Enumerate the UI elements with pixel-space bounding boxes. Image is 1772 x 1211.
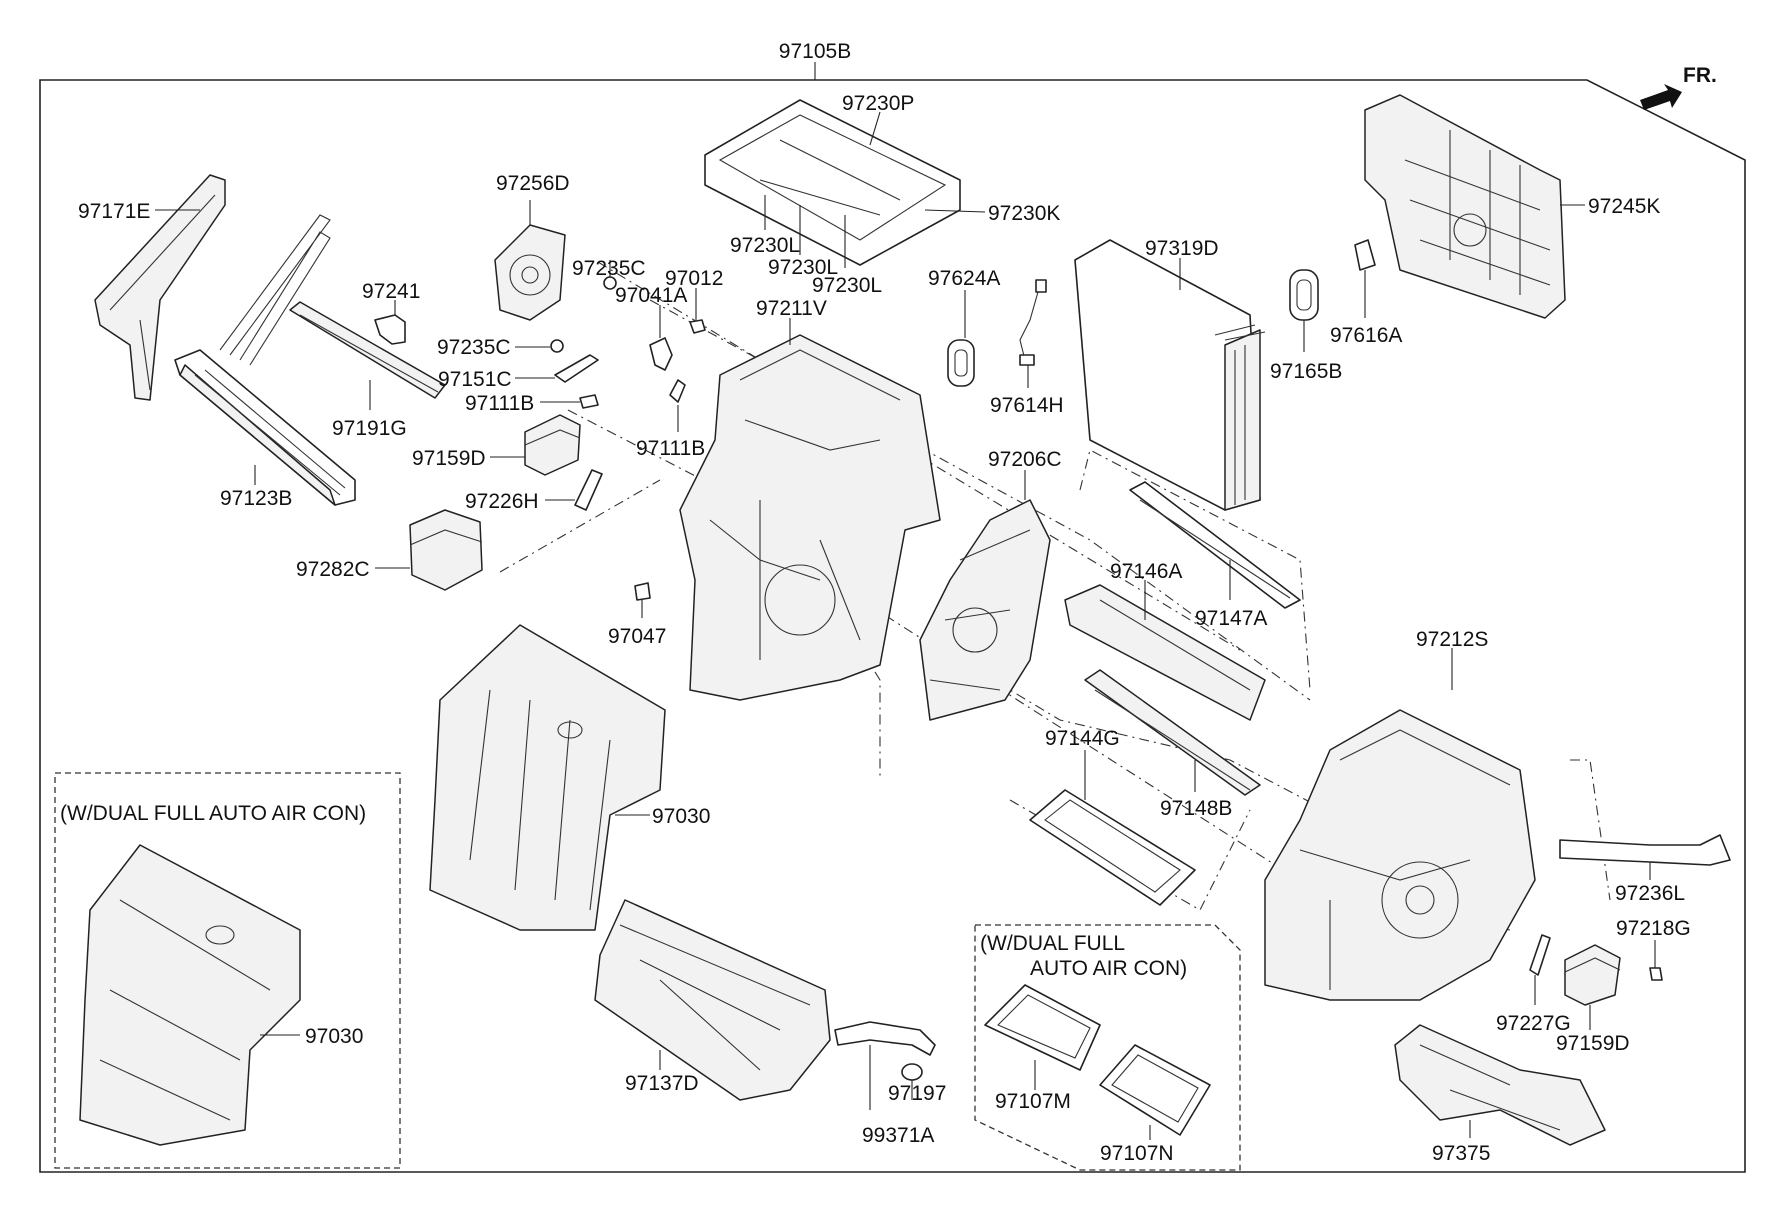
label-97616A: 97616A xyxy=(1330,324,1402,347)
label-97123B: 97123B xyxy=(220,487,292,510)
part-97171E-bracket xyxy=(94,174,226,401)
label-97041A: 97041A xyxy=(615,284,687,307)
part-97197-grommet xyxy=(901,1063,923,1081)
part-97030-duct-center xyxy=(429,624,666,931)
front-direction-arrow-icon xyxy=(1640,84,1682,110)
part-97375-rear-duct xyxy=(1394,1024,1606,1146)
part-97319D-evaporator xyxy=(1074,239,1266,511)
part-97256D-actuator-cover xyxy=(494,224,566,321)
label-97191G: 97191G xyxy=(332,417,407,440)
part-97218G-screw xyxy=(1649,967,1663,981)
label-97226H: 97226H xyxy=(465,490,539,513)
label-97256D: 97256D xyxy=(496,172,570,195)
label-97230K: 97230K xyxy=(988,202,1060,225)
label-97375: 97375 xyxy=(1432,1142,1490,1165)
label-97147A: 97147A xyxy=(1195,607,1267,630)
option-box-right-title-2: AUTO AIR CON) xyxy=(1030,957,1187,980)
label-97245K: 97245K xyxy=(1588,195,1660,218)
part-97236L-drain-hose xyxy=(1559,834,1731,866)
part-97030-duct-dual xyxy=(79,844,301,1146)
part-97137D-lower-case xyxy=(594,899,831,1101)
part-97012-screw xyxy=(689,319,706,334)
label-97282C: 97282C xyxy=(296,558,370,581)
part-97206C-case-divider xyxy=(919,499,1051,721)
option-box-right-title-1: (W/DUAL FULL xyxy=(980,932,1125,955)
part-97245K-housing-cover xyxy=(1364,94,1566,319)
part-97282C-blower-motor xyxy=(409,509,483,591)
label-97230L-3: 97230L xyxy=(812,274,882,297)
label-97614H: 97614H xyxy=(990,394,1064,417)
part-97227G-link xyxy=(1529,934,1551,976)
option-box-left-title: (W/DUAL FULL AUTO AIR CON) xyxy=(60,802,366,825)
part-97230P-filter-cover xyxy=(704,99,961,266)
part-97211V-heater-case xyxy=(679,334,941,701)
part-97148B-door xyxy=(1084,669,1261,796)
label-97212S: 97212S xyxy=(1416,628,1488,651)
label-97230L-2: 97230L xyxy=(768,256,838,279)
part-97144G-door xyxy=(1029,789,1196,906)
front-direction-label: FR. xyxy=(1683,64,1717,87)
part-97047-clip xyxy=(634,582,651,601)
part-97111B-rod-2 xyxy=(669,379,686,403)
label-97137D: 97137D xyxy=(625,1072,699,1095)
label-97030-2: 97030 xyxy=(305,1025,363,1048)
label-97146A: 97146A xyxy=(1110,560,1182,583)
part-97226H-link xyxy=(574,469,603,511)
part-97146A-mode-door xyxy=(1064,584,1266,721)
part-97111B-rod-1 xyxy=(579,394,599,409)
label-97111B-1: 97111B xyxy=(465,392,534,415)
part-97041A-link xyxy=(649,337,673,371)
label-97230P: 97230P xyxy=(842,92,914,115)
label-97012: 97012 xyxy=(665,267,723,290)
part-97159D-actuator-left xyxy=(524,414,581,476)
label-97148B: 97148B xyxy=(1160,797,1232,820)
top-label: 97105B xyxy=(779,40,851,63)
diagram-frame xyxy=(39,79,1746,1173)
label-97144G: 97144G xyxy=(1045,727,1120,750)
part-97107N-door-dual xyxy=(1099,1044,1211,1136)
label-97211V: 97211V xyxy=(756,297,827,320)
label-97624A: 97624A xyxy=(928,267,1000,290)
part-97151C-lever xyxy=(554,354,599,383)
label-97236L: 97236L xyxy=(1615,882,1685,905)
label-97165B: 97165B xyxy=(1270,360,1342,383)
label-97159D-2: 97159D xyxy=(1556,1032,1630,1055)
part-97614H-temperature-sensor xyxy=(1019,279,1047,366)
label-97151C: 97151C xyxy=(438,368,512,391)
label-97235C-2: 97235C xyxy=(437,336,511,359)
label-97030-1: 97030 xyxy=(652,805,710,828)
label-97235C-1: 97235C xyxy=(572,257,646,280)
part-99371A-drain-hose xyxy=(834,1021,936,1056)
label-97111B-2: 97111B xyxy=(636,437,705,460)
option-box-left xyxy=(54,772,401,1169)
label-99371A: 99371A xyxy=(862,1124,934,1147)
part-97624A-gasket xyxy=(947,339,975,387)
label-97171E: 97171E xyxy=(78,200,150,223)
part-97235C-gear-lower xyxy=(550,339,564,353)
label-97218G: 97218G xyxy=(1616,917,1691,940)
part-97191G-seal xyxy=(289,301,446,399)
part-97212S-blower-case xyxy=(1264,709,1536,1001)
part-97147A-door xyxy=(1129,481,1301,609)
part-97616A-clip xyxy=(1354,239,1376,271)
label-97197: 97197 xyxy=(888,1082,946,1105)
label-97107N: 97107N xyxy=(1100,1142,1174,1165)
part-97123B-heater-core xyxy=(174,214,356,506)
label-97159D-1: 97159D xyxy=(412,447,486,470)
part-97107M-door-dual xyxy=(984,984,1101,1071)
label-97319D: 97319D xyxy=(1145,237,1219,260)
label-97227G: 97227G xyxy=(1496,1012,1571,1035)
label-97241: 97241 xyxy=(362,280,420,303)
part-97241-clip xyxy=(374,314,406,345)
part-97165B-gasket xyxy=(1289,269,1319,321)
label-97230L-1: 97230L xyxy=(730,234,800,257)
option-box-right xyxy=(974,924,1241,1171)
part-97159D-actuator-right xyxy=(1564,944,1621,1006)
label-97206C: 97206C xyxy=(988,448,1062,471)
label-97047: 97047 xyxy=(608,625,666,648)
label-97107M: 97107M xyxy=(995,1090,1071,1113)
